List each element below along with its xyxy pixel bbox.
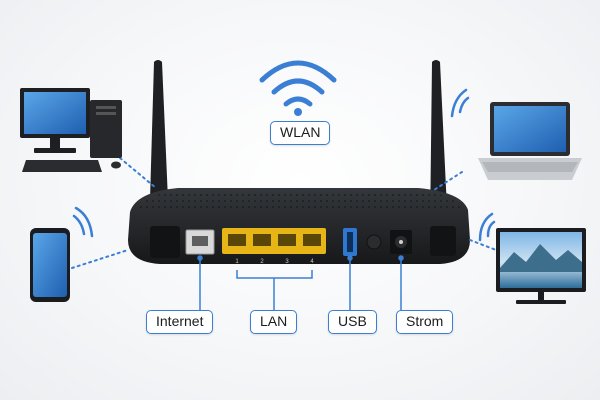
antenna-left xyxy=(150,60,168,200)
wireless-links xyxy=(71,157,497,269)
lan-label: LAN xyxy=(250,310,298,334)
wifi-small-icon-laptop xyxy=(450,88,470,118)
usb-port xyxy=(343,228,357,256)
lan-port-number: 1 xyxy=(235,259,239,265)
internet-label: Internet xyxy=(146,310,214,334)
lan-ports: 1 2 3 4 xyxy=(222,228,326,265)
power-socket xyxy=(390,230,412,254)
smartphone-icon xyxy=(30,228,70,302)
wlan-label: WLAN xyxy=(270,121,331,145)
wifi-small-icon-phone xyxy=(72,206,94,238)
callout-lines xyxy=(197,255,404,310)
strom-label: Strom xyxy=(396,310,454,334)
lan-port-number: 2 xyxy=(260,259,264,265)
usb-label: USB xyxy=(328,310,377,334)
wifi-icon xyxy=(259,60,337,116)
wifi-small-icon-tv xyxy=(478,212,496,242)
power-button xyxy=(366,234,382,250)
wan-port xyxy=(185,229,215,255)
lan-port-number: 3 xyxy=(285,259,289,265)
television-icon xyxy=(496,228,586,304)
laptop-icon xyxy=(478,102,582,180)
antenna-right xyxy=(430,60,448,230)
lan-port-number: 4 xyxy=(310,259,314,265)
desktop-computer-icon xyxy=(20,88,122,172)
